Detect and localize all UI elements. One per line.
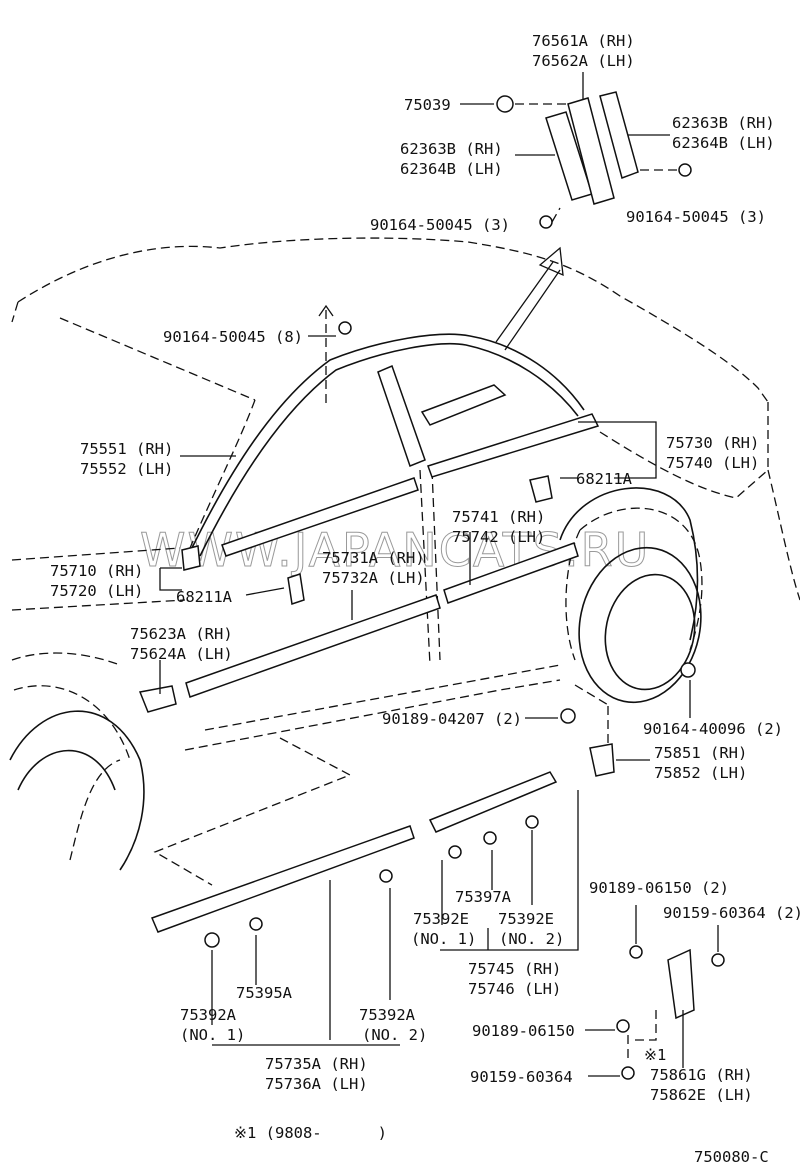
label-ref1: ※1 (644, 1046, 666, 1064)
label-75720: 75720 (LH) (50, 582, 143, 600)
arrow-head-icon (538, 246, 564, 277)
label-75392e-no2-sub: (NO. 2) (499, 930, 564, 948)
label-75851: 75851 (RH) (654, 744, 747, 762)
window-frame-moulding (189, 333, 585, 557)
clip-icon-75039 (496, 95, 514, 113)
label-90189-06150-2: 90189-06150 (2) (589, 879, 729, 897)
label-75397a: 75397A (455, 888, 512, 906)
figure-code: 750080-C (694, 1148, 769, 1166)
pillar-garnish-exploded (496, 91, 692, 229)
arrow-line (495, 261, 554, 343)
screw-icon-90164-40096 (680, 662, 696, 678)
lower-right-parts (150, 662, 725, 1080)
label-90189-04207: 90189-04207 (2) (382, 710, 522, 728)
mudguard-bracket-icon (667, 948, 695, 1020)
label-76561a: 76561A (RH) (532, 32, 635, 50)
label-75731a: 75731A (RH) (322, 549, 425, 567)
label-75392e-no1-sub: (NO. 1) (411, 930, 476, 948)
label-75039: 75039 (404, 96, 451, 114)
label-75735a: 75735A (RH) (265, 1055, 368, 1073)
bracket-icon-75851 (589, 743, 615, 777)
label-62364b-right: 62364B (LH) (672, 134, 775, 152)
label-75746: 75746 (LH) (468, 980, 561, 998)
car-body-outline (11, 237, 800, 886)
label-75395a: 75395A (236, 984, 293, 1002)
label-75740: 75740 (LH) (666, 454, 759, 472)
label-90159-60364: 90159-60364 (470, 1068, 573, 1086)
front-wheel (9, 710, 145, 871)
label-75710: 75710 (RH) (50, 562, 143, 580)
label-62363b-left: 62363B (RH) (400, 140, 503, 158)
footnote: ※1 (9808- ) (234, 1124, 387, 1142)
label-75392a-no1-sub: (NO. 1) (180, 1026, 245, 1044)
label-90164-50045-3-left: 90164-50045 (3) (370, 216, 510, 234)
screw-icon-90164-3-left (539, 215, 553, 229)
label-62363b-right: 62363B (RH) (672, 114, 775, 132)
label-62364b-left: 62364B (LH) (400, 160, 503, 178)
label-75741: 75741 (RH) (452, 508, 545, 526)
label-75552: 75552 (LH) (80, 460, 173, 478)
part-labels: 76561A (RH) 76562A (LH) 75039 62363B (RH… (50, 32, 800, 1166)
label-75742: 75742 (LH) (452, 528, 545, 546)
rear-wheel (559, 487, 702, 704)
label-75623a: 75623A (RH) (130, 625, 233, 643)
label-68211a-lower: 68211A (176, 588, 233, 606)
label-90164-50045-8: 90164-50045 (8) (163, 328, 303, 346)
label-75862e: 75862E (LH) (650, 1086, 753, 1104)
label-90164-50045-3-right: 90164-50045 (3) (626, 208, 766, 226)
clip-icon-68211a-lower (287, 573, 305, 605)
label-90189-06150: 90189-06150 (472, 1022, 575, 1040)
screw-icon-90164-8 (338, 321, 352, 335)
door-side-mouldings (138, 542, 579, 713)
label-75392a-no2: 75392A (359, 1006, 416, 1024)
label-68211a-upper: 68211A (576, 470, 633, 488)
label-75745: 75745 (RH) (468, 960, 561, 978)
label-76562a: 76562A (LH) (532, 52, 635, 70)
label-90164-40096: 90164-40096 (2) (643, 720, 783, 738)
clip-icon-90189-04207 (560, 708, 576, 724)
label-75392a-no1: 75392A (180, 1006, 237, 1024)
label-90159-60364-2: 90159-60364 (2) (663, 904, 800, 922)
label-75736a: 75736A (LH) (265, 1075, 368, 1093)
label-75624a: 75624A (LH) (130, 645, 233, 663)
label-75551: 75551 (RH) (80, 440, 173, 458)
label-75861g: 75861G (RH) (650, 1066, 753, 1084)
belt-mouldings (181, 413, 600, 571)
label-75392e-no2: 75392E (498, 910, 554, 928)
label-75732a: 75732A (LH) (322, 569, 425, 587)
leader-lines (159, 72, 719, 1077)
label-75392e-no1: 75392E (413, 910, 469, 928)
clip-icon-68211a-upper (529, 475, 553, 503)
label-75852: 75852 (LH) (654, 764, 747, 782)
screw-icon-90164-3-right (678, 163, 692, 177)
label-75392a-no2-sub: (NO. 2) (362, 1026, 427, 1044)
label-75730: 75730 (RH) (666, 434, 759, 452)
